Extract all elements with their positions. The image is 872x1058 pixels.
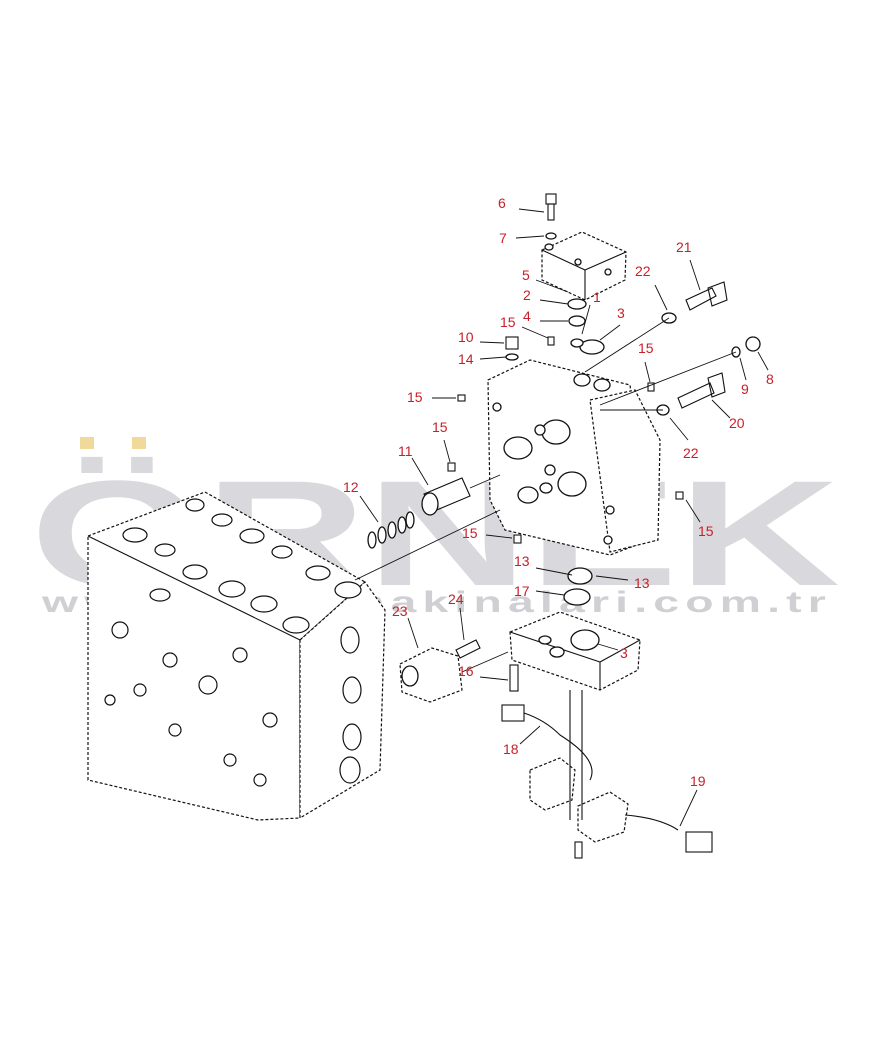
callout-18: 18 xyxy=(503,741,519,757)
leader-lines xyxy=(359,208,769,827)
callout-15-d: 15 xyxy=(432,419,448,435)
long-bolt-21 xyxy=(584,281,728,373)
callout-22-bottom: 22 xyxy=(683,445,699,461)
callout-15-b: 15 xyxy=(638,340,654,356)
callout-11: 11 xyxy=(398,443,413,459)
bolt-6 xyxy=(545,193,557,240)
callout-13-b: 13 xyxy=(634,575,650,591)
callout-12: 12 xyxy=(343,479,359,495)
solenoid-assembly xyxy=(501,690,713,859)
o-rings xyxy=(567,298,605,355)
spool-11 xyxy=(421,474,501,516)
main-valve-block xyxy=(87,491,386,821)
bottom-cover-block xyxy=(509,567,641,691)
callout-5: 5 xyxy=(522,267,530,283)
spring-12 xyxy=(354,509,501,581)
plug-8-9 xyxy=(599,336,761,406)
callout-15-f: 15 xyxy=(698,523,714,539)
callout-3-bottom: 3 xyxy=(620,645,628,661)
callout-24: 24 xyxy=(448,591,464,607)
top-cover-block xyxy=(541,231,627,301)
callout-13-a: 13 xyxy=(514,553,530,569)
callout-23: 23 xyxy=(392,603,408,619)
callout-1: 1 xyxy=(593,289,601,305)
callout-20: 20 xyxy=(729,415,745,431)
center-valve-body xyxy=(487,359,661,556)
callout-17: 17 xyxy=(514,583,530,599)
callout-6: 6 xyxy=(498,195,506,211)
callout-15-c: 15 xyxy=(407,389,423,405)
callout-4: 4 xyxy=(523,308,531,324)
cap-10 xyxy=(505,336,519,361)
long-bolt-20 xyxy=(600,372,726,416)
callout-15-a: 15 xyxy=(500,314,516,330)
watermark-dot-right xyxy=(132,437,146,449)
block-23 xyxy=(399,647,509,703)
callout-21: 21 xyxy=(676,239,692,255)
small-bolts-15 xyxy=(447,336,684,544)
callout-9: 9 xyxy=(741,381,749,397)
callout-10: 10 xyxy=(458,329,474,345)
callout-2: 2 xyxy=(523,287,531,303)
callout-22-top: 22 xyxy=(635,263,651,279)
callout-19: 19 xyxy=(690,773,706,789)
callout-14: 14 xyxy=(458,351,474,367)
callout-labels: 6 7 5 2 1 4 22 21 3 15 10 15 14 9 8 15 2… xyxy=(343,195,774,789)
callout-16: 16 xyxy=(458,663,474,679)
callout-7: 7 xyxy=(499,230,507,246)
callout-15-e: 15 xyxy=(462,525,478,541)
bolt-24 xyxy=(455,639,481,659)
callout-3-top: 3 xyxy=(617,305,625,321)
watermark-dot-left xyxy=(80,437,94,449)
bolt-16 xyxy=(509,664,519,692)
callout-8: 8 xyxy=(766,371,774,387)
